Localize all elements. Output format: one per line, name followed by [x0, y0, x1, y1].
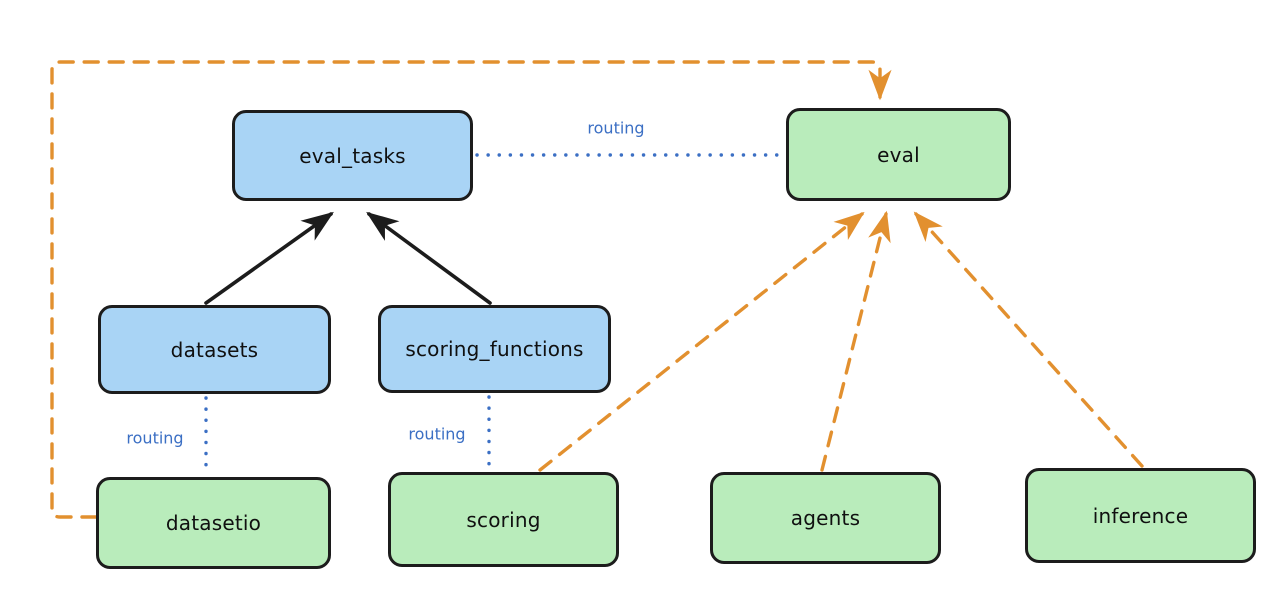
edge-label-routing-datasets: routing: [126, 428, 184, 448]
node-scoring[interactable]: scoring: [388, 472, 619, 567]
node-label: scoring: [466, 507, 541, 532]
edge-scoring_functions-to-eval_tasks: [366, 211, 492, 305]
node-label: eval: [877, 142, 920, 167]
node-eval[interactable]: eval: [786, 108, 1011, 201]
node-datasetio[interactable]: datasetio: [96, 477, 331, 569]
node-label: agents: [790, 506, 861, 530]
node-scoring-functions[interactable]: scoring_functions: [378, 305, 611, 393]
edge-label-routing-eval-tasks: routing: [587, 118, 645, 138]
node-datasets[interactable]: datasets: [98, 305, 331, 394]
edge-label-routing-scoring-functions: routing: [408, 424, 466, 444]
node-label: inference: [1092, 503, 1189, 528]
edge-inference-to-eval: [913, 211, 1144, 468]
node-eval-tasks[interactable]: eval_tasks: [232, 110, 473, 201]
node-label: datasets: [170, 337, 259, 362]
node-label: datasetio: [165, 511, 262, 535]
node-inference[interactable]: inference: [1025, 468, 1256, 563]
node-agents[interactable]: agents: [710, 472, 941, 564]
edge-agents-to-eval: [820, 210, 891, 472]
edge-datasets-to-eval_tasks: [204, 211, 334, 305]
node-label: eval_tasks: [299, 143, 406, 168]
node-label: scoring_functions: [405, 337, 584, 361]
